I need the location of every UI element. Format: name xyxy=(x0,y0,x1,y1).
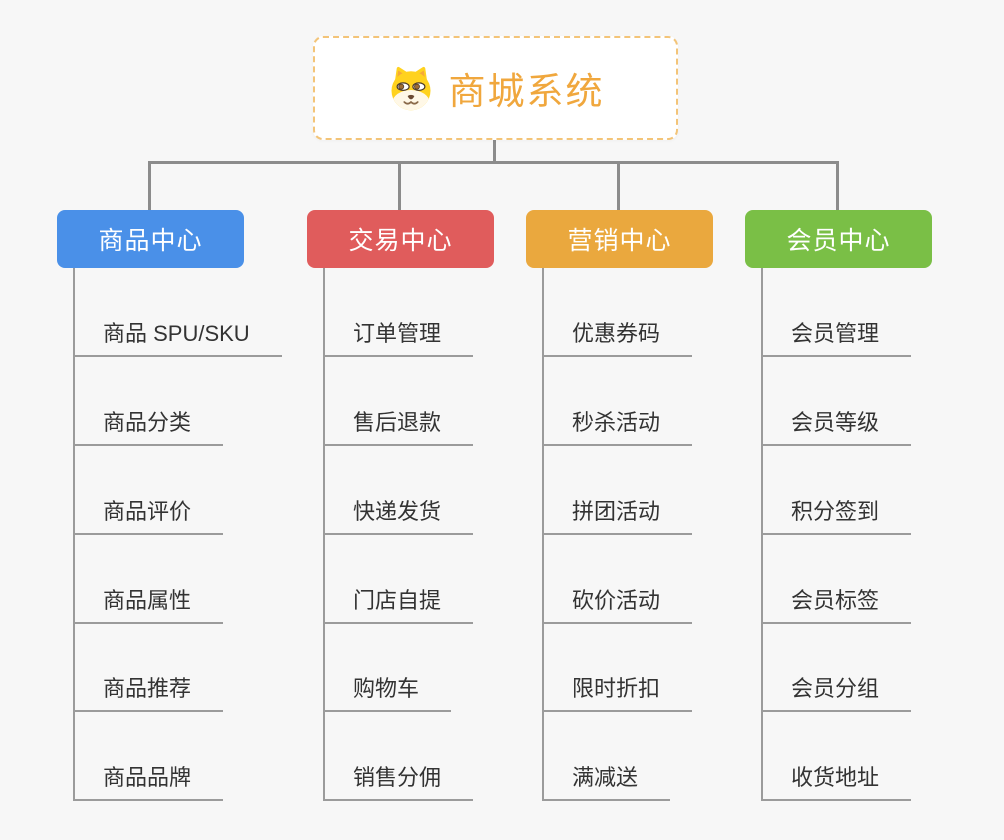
subtopic[interactable]: 门店自提 xyxy=(323,588,474,624)
subtopic[interactable]: 满减送 xyxy=(542,765,671,801)
connector-branch-drop xyxy=(398,161,401,212)
connector-branch-drop xyxy=(617,161,620,212)
subtopic[interactable]: 拼团活动 xyxy=(542,499,693,535)
branch-topic-member-center[interactable]: 会员中心 xyxy=(745,210,932,268)
subtopic[interactable]: 限时折扣 xyxy=(542,676,693,712)
subtopic[interactable]: 秒杀活动 xyxy=(542,410,693,446)
branch-topic-marketing-center[interactable]: 营销中心 xyxy=(526,210,713,268)
branch-topic-product-center[interactable]: 商品中心 xyxy=(57,210,244,268)
subtopic[interactable]: 砍价活动 xyxy=(542,588,693,624)
connector-branch-drop xyxy=(836,161,839,212)
subtopic[interactable]: 会员等级 xyxy=(761,410,912,446)
subtopic[interactable]: 收货地址 xyxy=(761,765,912,801)
connector-branch-drop xyxy=(148,161,151,212)
branch-topic-trade-center[interactable]: 交易中心 xyxy=(307,210,494,268)
subtopic[interactable]: 积分签到 xyxy=(761,499,912,535)
root-topic-label: 商城系统 xyxy=(448,71,605,112)
root-topic[interactable]: 商城系统 xyxy=(313,36,678,140)
subtopic[interactable]: 商品属性 xyxy=(73,588,224,624)
connector-horizontal-rail xyxy=(148,161,839,164)
subtopic[interactable]: 商品推荐 xyxy=(73,676,224,712)
subtopic[interactable]: 商品评价 xyxy=(73,499,224,535)
dog-face-icon xyxy=(391,66,430,110)
subtopic[interactable]: 商品分类 xyxy=(73,410,224,446)
subtopic[interactable]: 商品 SPU/SKU xyxy=(73,321,282,357)
subtopic[interactable]: 售后退款 xyxy=(323,410,474,446)
connector-root-drop xyxy=(493,140,496,162)
subtopic[interactable]: 销售分佣 xyxy=(323,765,474,801)
subtopic[interactable]: 优惠券码 xyxy=(542,321,693,357)
subtopic[interactable]: 快递发货 xyxy=(323,499,474,535)
subtopic[interactable]: 会员管理 xyxy=(761,321,912,357)
subtopic[interactable]: 会员标签 xyxy=(761,588,912,624)
subtopic[interactable]: 订单管理 xyxy=(323,321,474,357)
subtopic[interactable]: 购物车 xyxy=(323,676,452,712)
subtopic[interactable]: 商品品牌 xyxy=(73,765,224,801)
subtopic[interactable]: 会员分组 xyxy=(761,676,912,712)
